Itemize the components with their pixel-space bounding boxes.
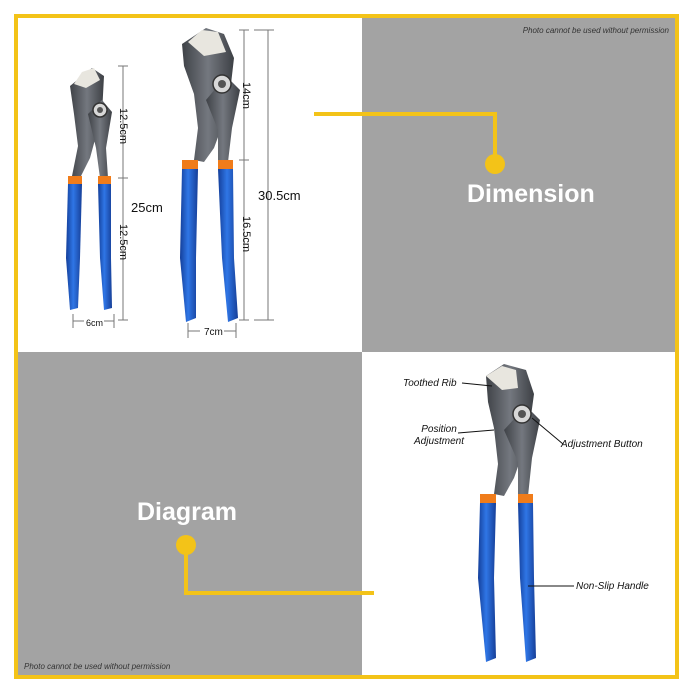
connector-dot-dimension bbox=[485, 154, 505, 174]
callout-leaders bbox=[457, 382, 574, 587]
dimension-label-panel bbox=[362, 18, 675, 352]
callout-position-adjustment: Position Adjustment bbox=[414, 424, 464, 448]
callout-non-slip-handle: Non-Slip Handle bbox=[576, 581, 649, 592]
large-overall-length: 30.5cm bbox=[258, 188, 301, 203]
small-width: 6cm bbox=[86, 318, 104, 328]
small-overall-length: 25cm bbox=[131, 200, 163, 215]
small-head-length: 12.5cm bbox=[117, 108, 129, 145]
pliers-diagram-icon bbox=[478, 364, 540, 662]
large-dimension-lines bbox=[187, 29, 274, 338]
large-handle-length: 16.5cm bbox=[240, 216, 252, 253]
large-head-length: 14cm bbox=[240, 82, 252, 109]
pliers-small-icon bbox=[66, 68, 112, 310]
illustration-layer bbox=[66, 28, 574, 662]
callout-toothed-rib: Toothed Rib bbox=[403, 378, 457, 389]
diagram-label-panel bbox=[18, 352, 362, 675]
dimension-label: Dimension bbox=[467, 180, 595, 208]
watermark-bottom: Photo cannot be used without permission bbox=[24, 662, 171, 671]
callout-adjustment-button: Adjustment Button bbox=[561, 439, 643, 450]
connector-dot-diagram bbox=[176, 535, 196, 555]
connector-diagram bbox=[184, 545, 374, 595]
watermark-top: Photo cannot be used without permission bbox=[522, 26, 669, 35]
connector-dimension bbox=[314, 112, 497, 164]
small-dimension-lines bbox=[72, 65, 128, 328]
large-width: 7cm bbox=[204, 327, 223, 338]
callout-position-line2: Adjustment bbox=[414, 436, 465, 447]
callout-position-line1: Position bbox=[421, 424, 457, 435]
diagram-label: Diagram bbox=[137, 498, 238, 526]
product-image-frame: Photo cannot be used without permission … bbox=[14, 14, 679, 679]
small-handle-length: 12.5cm bbox=[117, 224, 129, 261]
pliers-large-icon bbox=[180, 28, 240, 322]
